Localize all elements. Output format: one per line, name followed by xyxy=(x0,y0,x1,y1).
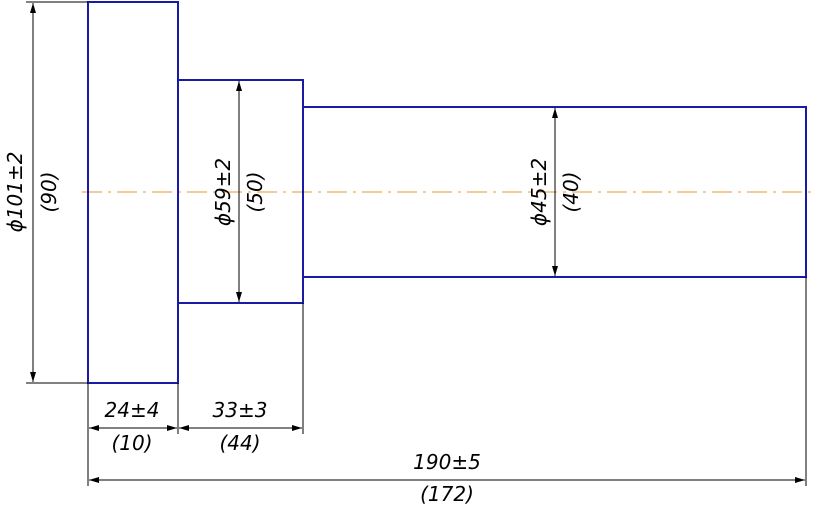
total-tolerance-label: 190±5 xyxy=(413,450,481,474)
d3-reference-label: (40) xyxy=(559,171,583,212)
l2-reference-label: (44) xyxy=(219,431,260,455)
d3-tolerance-label: ϕ45±2 xyxy=(527,158,551,226)
d2-tolerance-label: ϕ59±2 xyxy=(211,158,235,226)
d1-tolerance-label: ϕ101±2 xyxy=(3,152,27,233)
l1-reference-label: (10) xyxy=(111,431,152,455)
l2-tolerance-label: 33±3 xyxy=(213,398,268,422)
l1-tolerance-label: 24±4 xyxy=(105,398,160,422)
d2-reference-label: (50) xyxy=(243,171,267,212)
total-reference-label: (172) xyxy=(420,482,474,506)
d1-reference-label: (90) xyxy=(37,171,61,212)
shaft-section-3 xyxy=(302,106,807,278)
